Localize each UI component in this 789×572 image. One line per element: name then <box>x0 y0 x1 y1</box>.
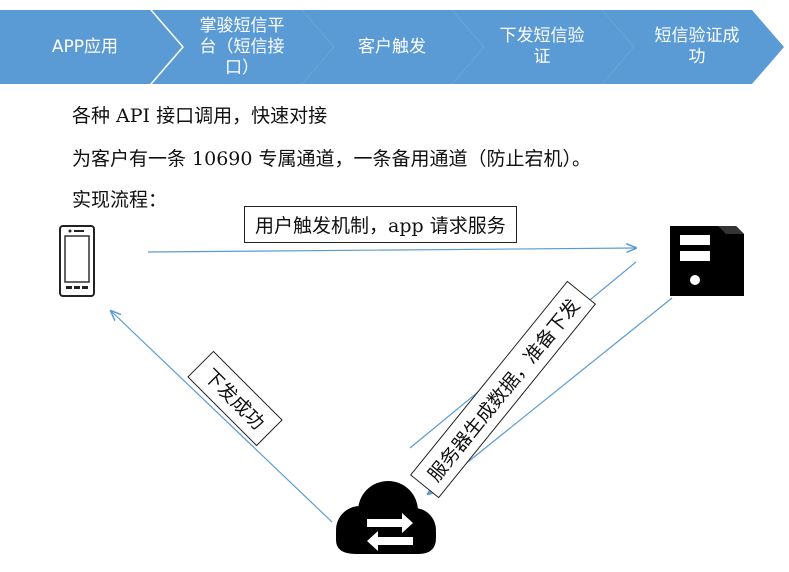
arrow-cloud-to-phone <box>111 311 333 523</box>
process-steps-bar: APP应用 掌骏短信平 台（短信接 口） 客户触发 下发短信验 证 短信验证成 … <box>0 0 789 84</box>
step-label-4: 下发短信验 证 <box>499 26 585 67</box>
step-label-2: 掌骏短信平 台（短信接 口） <box>199 15 285 78</box>
step-chevron-1 <box>0 10 182 84</box>
step-label-5: 短信验证成 功 <box>654 26 740 67</box>
arrow-server-to-cloud <box>428 297 673 494</box>
step-label-1: APP应用 <box>51 36 119 57</box>
server-icon <box>670 226 744 296</box>
cloud-exchange-icon <box>336 481 436 554</box>
flow-label-request: 用户触发机制，app 请求服务 <box>244 206 517 243</box>
arrow-phone-to-server <box>147 248 636 252</box>
description-line-3: 实现流程： <box>72 189 168 211</box>
description-line-1: 各种 API 接口调用，快速对接 <box>72 105 328 127</box>
phone-icon <box>59 225 95 297</box>
description-line-2: 为客户有一条 10690 专属通道，一条备用通道（防止宕机）。 <box>72 148 592 170</box>
step-label-3: 客户触发 <box>358 36 426 57</box>
